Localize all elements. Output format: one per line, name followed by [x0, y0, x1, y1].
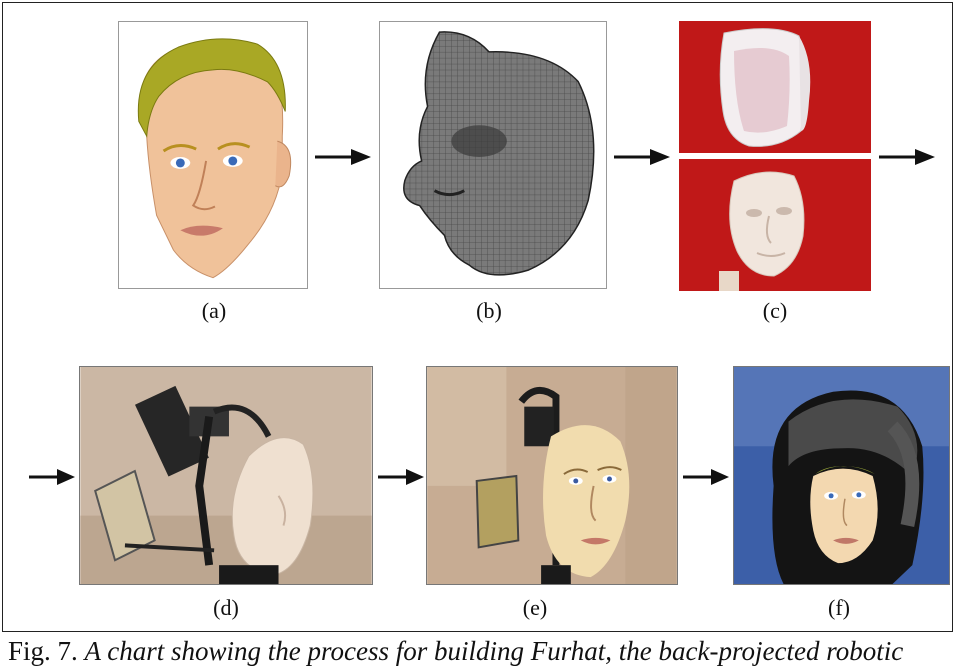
panel-e-label: (e) — [522, 595, 548, 620]
arrow-right-icon — [879, 149, 935, 165]
panel-e-projected-face-photo — [426, 366, 678, 585]
panel-b-label: (b) — [476, 298, 502, 323]
panel-d-label: (d) — [213, 595, 239, 620]
panel-f-label: (f) — [828, 595, 850, 620]
arrow-right-icon — [315, 149, 371, 165]
arrow-right-icon — [378, 469, 424, 485]
arrow-right-icon — [614, 149, 670, 165]
caption-text: A chart showing the process for building… — [84, 636, 904, 666]
panel-a-label: (a) — [201, 298, 227, 323]
panel-c-mask-photos — [679, 21, 871, 291]
panel-d-projector-rig-photo — [79, 366, 373, 585]
figure-caption: Fig. 7. A chart showing the process for … — [8, 636, 903, 667]
panel-f-furhat-photo — [733, 366, 950, 585]
panel-c-label: (c) — [762, 298, 788, 323]
panel-b-face-mesh — [379, 21, 607, 289]
panel-a-animated-head — [118, 21, 308, 289]
caption-prefix: Fig. 7. — [8, 636, 78, 666]
arrow-right-icon — [29, 469, 75, 485]
arrow-right-icon — [683, 469, 729, 485]
figure-frame: (a) (b) — [2, 2, 953, 632]
